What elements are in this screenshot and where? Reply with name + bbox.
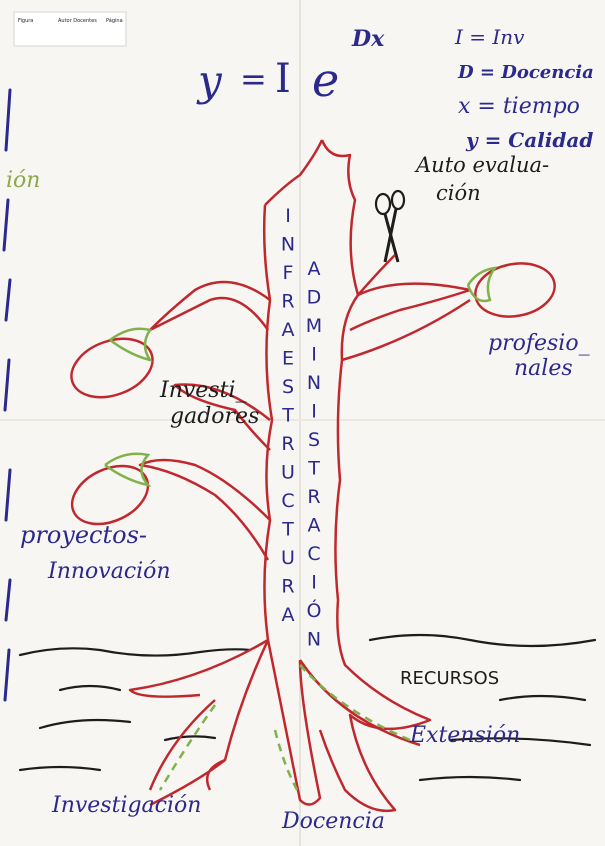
formula-I: I: [275, 56, 291, 102]
label-investigadores-line1: Investi_: [159, 378, 246, 403]
trunk-infraestructura-letter: R: [281, 433, 294, 455]
trunk-administracion-letter: I: [311, 344, 317, 366]
legend-D: D = Docencia: [457, 62, 594, 83]
stamp-line-3: Página: [106, 17, 123, 24]
trunk-administracion-letter: A: [308, 258, 321, 280]
trunk-administracion-letter: C: [307, 543, 320, 565]
trunk-infraestructura-letter: N: [281, 234, 295, 256]
label-proyectos-line2: Innovación: [47, 559, 171, 584]
trunk-administracion-letter: M: [306, 315, 322, 337]
label-recursos: RECURSOS: [400, 668, 499, 689]
formula-equals: =: [240, 60, 267, 98]
trunk-infraestructura-letter: A: [282, 604, 295, 626]
trunk-administracion-letter: D: [307, 287, 322, 309]
trunk-administracion-letter: Ó: [307, 598, 322, 622]
trunk-administracion-letter: S: [308, 429, 320, 451]
formula-y: y: [196, 56, 223, 105]
trunk-administracion-letter: T: [307, 458, 320, 480]
trunk-infraestructura-letter: T: [281, 405, 294, 427]
stamp-line-2: Autor Docentes: [58, 18, 97, 24]
label-docencia: Docencia: [281, 809, 385, 834]
stamp-line-1: Figura: [18, 18, 33, 24]
label-investigacion: Investigación: [51, 793, 201, 818]
trunk-infraestructura-letter: C: [281, 490, 294, 512]
trunk-infraestructura-letter: E: [282, 348, 294, 370]
trunk-administracion-letter: N: [307, 372, 321, 394]
formula-e: e: [312, 53, 339, 107]
trunk-administracion-letter: N: [307, 629, 321, 651]
trunk-infraestructura-letter: R: [281, 576, 294, 598]
trunk-infraestructura-letter: I: [285, 205, 291, 227]
autoevaluacion-label-line1: Auto evalua-: [414, 153, 549, 177]
trunk-administracion-letter: I: [311, 572, 317, 594]
trunk-administracion-letter: I: [311, 401, 317, 423]
label-extension: Extensión: [409, 723, 520, 748]
trunk-infraestructura-letter: R: [281, 291, 294, 313]
trunk-administracion-letter: R: [307, 486, 320, 508]
formula-exponent: Dx: [351, 26, 385, 52]
label-profesionales-line1: profesio_: [488, 331, 590, 356]
trunk-infraestructura-letter: U: [281, 462, 295, 484]
legend-x: x = tiempo: [458, 94, 580, 119]
label-profesionales-line2: nales: [514, 356, 573, 381]
trunk-infraestructura-letter: U: [281, 547, 295, 569]
label-proyectos-line1: proyectos-: [20, 521, 147, 549]
trunk-infraestructura-letter: T: [281, 519, 294, 541]
trunk-infraestructura-letter: A: [282, 319, 295, 341]
legend-I: I = Inv: [454, 25, 525, 49]
legend-y: y = Calidad: [465, 128, 593, 152]
label-investigadores-line2: gadores: [170, 404, 259, 429]
trunk-infraestructura-letter: F: [283, 262, 294, 284]
autoevaluacion-label-line2: ción: [436, 181, 481, 205]
stamp-label: Figura Autor Docentes Página: [14, 12, 126, 46]
trunk-administracion-letter: A: [308, 515, 321, 537]
edge-fragment-text: ión: [6, 168, 40, 193]
trunk-infraestructura-letter: S: [282, 376, 294, 398]
